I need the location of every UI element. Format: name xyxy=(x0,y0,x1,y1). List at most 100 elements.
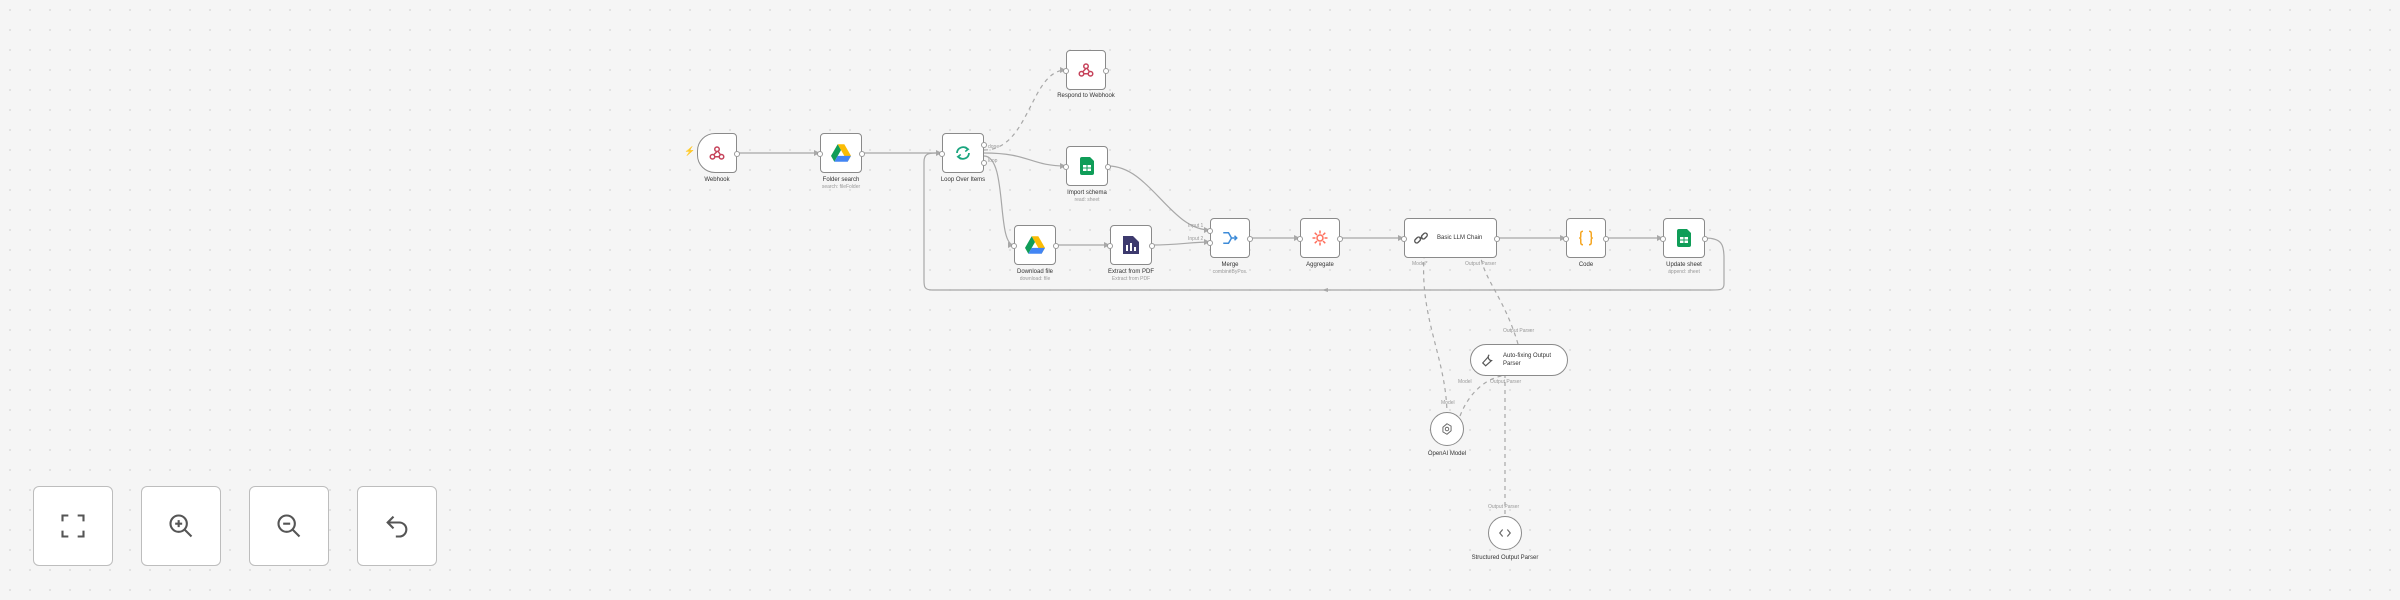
node-label-code: Code xyxy=(1531,261,1641,269)
port-label-model: Model xyxy=(1441,400,1455,406)
webhook-icon xyxy=(709,146,725,160)
node-title: Update sheet xyxy=(1666,262,1702,268)
input-port[interactable] xyxy=(1107,243,1113,249)
google-drive-icon xyxy=(831,144,851,162)
node-import-schema[interactable] xyxy=(1063,146,1111,186)
node-title: Code xyxy=(1578,262,1594,268)
node-auto-fixing-output-parser[interactable]: Auto-fixing Output Parser xyxy=(1470,344,1568,376)
node-title: Respond to Webhook xyxy=(1057,93,1115,99)
node-subtitle: Extract from PDF xyxy=(1111,276,1151,282)
node-title: Extract from PDF xyxy=(1107,269,1154,275)
output-port[interactable] xyxy=(859,151,865,157)
port-label-output-parser: Output Parser xyxy=(1465,261,1497,267)
node-title: Download file xyxy=(1016,269,1054,275)
node-label-webhook: Webhook xyxy=(662,176,772,184)
zoom-in-icon xyxy=(169,514,193,538)
connection-extract-merge xyxy=(1151,241,1211,246)
connection-loop-respond xyxy=(983,69,1067,151)
connection-sheets-loop-back xyxy=(923,152,1725,291)
fit-view-icon xyxy=(61,514,85,538)
node-basic-llm-chain[interactable]: Basic LLM Chain xyxy=(1401,218,1500,258)
node-subtitle: append: sheet xyxy=(1668,269,1700,275)
node-title: Aggregate xyxy=(1306,262,1334,268)
port-label-model: Model* xyxy=(1412,261,1428,267)
connection-model-chain xyxy=(1423,257,1448,417)
input-port[interactable] xyxy=(1297,236,1303,242)
port-label-loop: loop xyxy=(988,158,998,164)
node-subtitle: download: file xyxy=(1019,276,1051,282)
node-title: Structured Output Parser xyxy=(1471,555,1539,561)
input-port[interactable] xyxy=(1660,236,1666,242)
output-port-loop[interactable] xyxy=(981,160,987,166)
node-respond-to-webhook[interactable] xyxy=(1063,50,1109,90)
zoom-out-button[interactable] xyxy=(249,486,329,566)
google-drive-icon xyxy=(1025,236,1045,254)
output-port[interactable] xyxy=(1603,236,1609,242)
node-title: Basic LLM Chain xyxy=(1437,235,1483,241)
reset-zoom-button[interactable] xyxy=(357,486,437,566)
input-port[interactable] xyxy=(1063,68,1069,74)
output-port[interactable] xyxy=(1149,243,1155,249)
node-extract-from-pdf[interactable] xyxy=(1107,225,1155,265)
input-port-2[interactable] xyxy=(1207,240,1213,246)
port-label-input-2: Input 2 xyxy=(1188,236,1204,242)
output-port[interactable] xyxy=(734,151,740,157)
node-structured-output-parser[interactable] xyxy=(1488,516,1522,550)
node-title: Merge xyxy=(1221,262,1239,268)
wrench-icon xyxy=(1481,354,1493,367)
node-label-download-file: Download file download: file xyxy=(980,268,1090,283)
node-label-update-sheet: Update sheet append: sheet xyxy=(1629,261,1739,276)
output-port[interactable] xyxy=(1103,68,1109,74)
llm-chain-icon xyxy=(1414,232,1428,244)
google-sheets-icon xyxy=(1080,157,1094,175)
output-port[interactable] xyxy=(1337,236,1343,242)
node-title: OpenAI Model xyxy=(1427,451,1467,457)
output-port[interactable] xyxy=(1247,236,1253,242)
fit-view-button[interactable] xyxy=(33,486,113,566)
input-port[interactable] xyxy=(817,151,823,157)
node-merge[interactable] xyxy=(1207,218,1253,258)
node-code[interactable] xyxy=(1563,218,1609,258)
node-subtitle: combineByPos. xyxy=(1212,269,1248,275)
port-label-output-parser: Output Parser xyxy=(1488,504,1520,510)
port-label-done: done xyxy=(988,144,1000,150)
node-label-extract-from-pdf: Extract from PDF Extract from PDF xyxy=(1076,268,1186,283)
node-title: Loop Over Items xyxy=(940,177,986,183)
node-folder-search[interactable] xyxy=(817,133,865,173)
input-port[interactable] xyxy=(1563,236,1569,242)
input-port-1[interactable] xyxy=(1207,228,1213,234)
output-port[interactable] xyxy=(1494,236,1500,242)
node-update-sheet[interactable] xyxy=(1660,218,1708,258)
connection-loop-import xyxy=(983,152,1067,167)
node-loop-over-items[interactable] xyxy=(939,133,987,173)
node-download-file[interactable] xyxy=(1011,225,1059,265)
webhook-icon xyxy=(1078,63,1094,77)
node-title: Auto-fixing Output Parser xyxy=(1503,353,1552,367)
loop-icon xyxy=(956,146,970,160)
output-port[interactable] xyxy=(1105,164,1111,170)
output-port[interactable] xyxy=(1702,236,1708,242)
node-label-import-schema: Import schema read: sheet xyxy=(1032,189,1142,204)
node-aggregate[interactable] xyxy=(1297,218,1343,258)
node-openai-model[interactable] xyxy=(1430,412,1464,446)
port-label-input-1: Input 1 xyxy=(1188,223,1204,229)
input-port[interactable] xyxy=(939,151,945,157)
node-title: Folder search xyxy=(822,177,860,183)
node-label-aggregate: Aggregate xyxy=(1265,261,1375,269)
undo-icon xyxy=(386,515,408,538)
output-port-done[interactable] xyxy=(981,142,987,148)
input-port[interactable] xyxy=(1063,164,1069,170)
input-port[interactable] xyxy=(1401,236,1407,242)
openai-icon xyxy=(1442,423,1452,435)
input-port[interactable] xyxy=(1011,243,1017,249)
port-label-output-parser: Output Parser xyxy=(1503,328,1535,334)
aggregate-icon xyxy=(1312,230,1328,246)
google-sheets-icon xyxy=(1677,229,1691,247)
code-brackets-icon xyxy=(1498,529,1512,537)
output-port[interactable] xyxy=(1053,243,1059,249)
trigger-bolt-icon: ⚡ xyxy=(684,146,696,156)
zoom-in-button[interactable] xyxy=(141,486,221,566)
node-webhook[interactable] xyxy=(697,133,740,173)
